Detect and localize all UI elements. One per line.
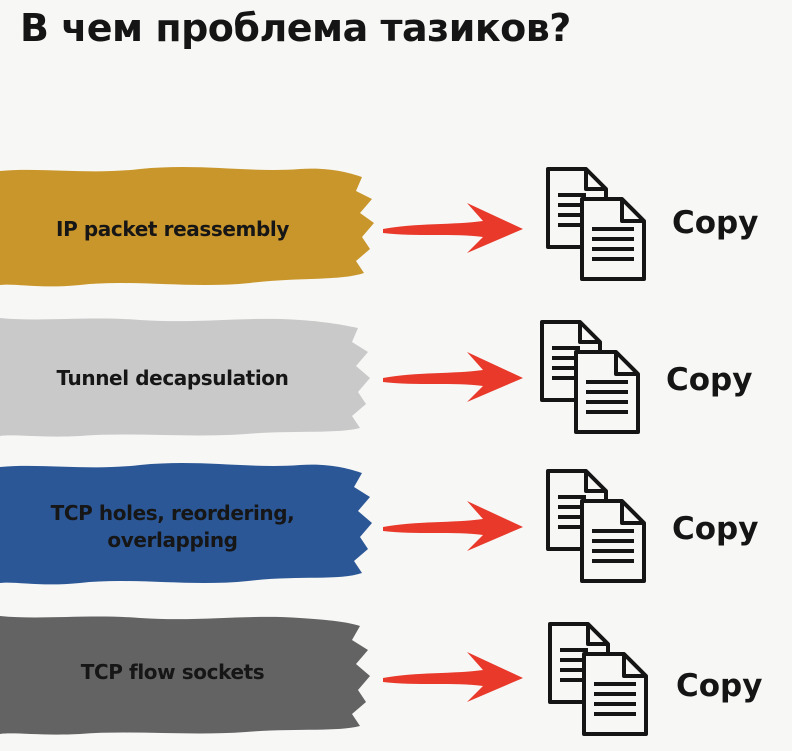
brush-label: Tunnel decapsulation — [56, 365, 289, 390]
copy-documents-icon — [544, 620, 654, 740]
brush-fill — [0, 463, 372, 585]
brush-label: IP packet reassembly — [56, 216, 289, 241]
pipeline-row-tcp-holes: TCP holes, reordering, overlapping Copy — [0, 455, 792, 595]
brush-label: TCP holes, reordering, overlapping — [50, 501, 295, 552]
brush-stroke-block: TCP flow sockets — [0, 606, 380, 746]
copy-documents-icon — [542, 165, 652, 285]
copy-label: Copy — [672, 511, 759, 547]
brush-stroke-shape — [0, 167, 374, 287]
arrow-shape — [383, 203, 523, 253]
page-title: В чем проблема тазиков? — [20, 6, 571, 50]
brush-stroke-block: Tunnel decapsulation — [0, 308, 380, 448]
copy-label: Copy — [676, 668, 763, 704]
brush-stroke-shape — [0, 463, 372, 585]
copy-label: Copy — [666, 362, 753, 398]
brush-stroke-block: IP packet reassembly — [0, 157, 380, 297]
red-arrow-icon — [375, 189, 525, 269]
pipeline-row-ip-reassembly: IP packet reassembly Copy — [0, 157, 792, 297]
copy-label: Copy — [672, 205, 759, 241]
pipeline-row-tunnel-decapsulation: Tunnel decapsulation Copy — [0, 308, 792, 448]
copy-documents-icon — [536, 318, 646, 438]
brush-stroke-shape — [0, 318, 370, 437]
arrow-shape — [383, 352, 523, 402]
brush-fill — [0, 616, 370, 735]
brush-label: TCP flow sockets — [80, 659, 265, 684]
arrow-shape — [383, 501, 523, 551]
red-arrow-icon — [375, 638, 525, 718]
pipeline-row-tcp-flow-sockets: TCP flow sockets Copy — [0, 606, 792, 746]
brush-fill — [0, 167, 374, 287]
arrow-shape — [383, 652, 523, 702]
copy-documents-icon — [542, 467, 652, 587]
red-arrow-icon — [375, 338, 525, 418]
brush-fill — [0, 318, 370, 437]
brush-stroke-shape — [0, 616, 370, 735]
brush-stroke-block: TCP holes, reordering, overlapping — [0, 455, 380, 595]
red-arrow-icon — [375, 487, 525, 567]
